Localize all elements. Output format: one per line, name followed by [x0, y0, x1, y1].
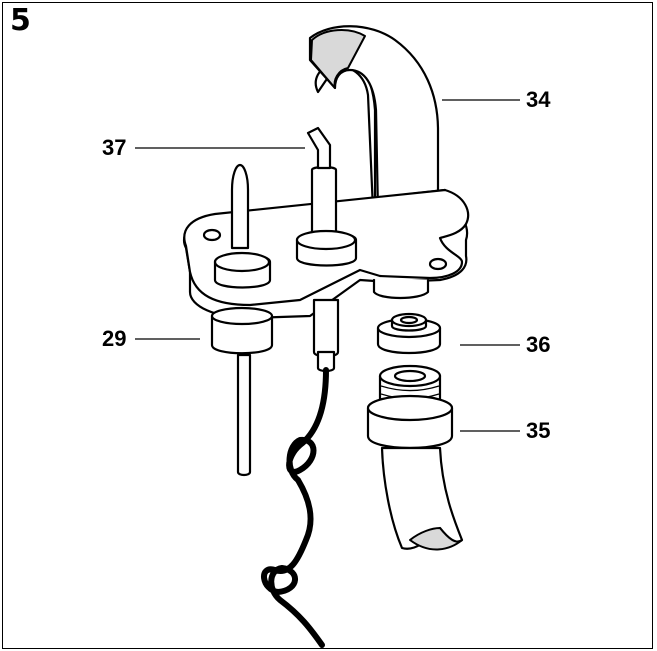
mount-hole-left [202, 228, 222, 242]
probe-37 [295, 126, 358, 373]
nut-36 [376, 312, 442, 355]
electrode-29 [210, 163, 274, 477]
callout-36: 36 [526, 332, 551, 357]
fitting-35 [366, 364, 464, 551]
callout-37: 37 [102, 135, 127, 160]
leader-lines [135, 99, 520, 432]
mount-hole-right [428, 257, 448, 271]
figure-number: 5 [10, 3, 31, 38]
callout-34: 34 [526, 87, 551, 112]
thermocouple-lead [261, 367, 329, 648]
callout-29: 29 [102, 326, 127, 351]
callout-35: 35 [526, 418, 551, 443]
